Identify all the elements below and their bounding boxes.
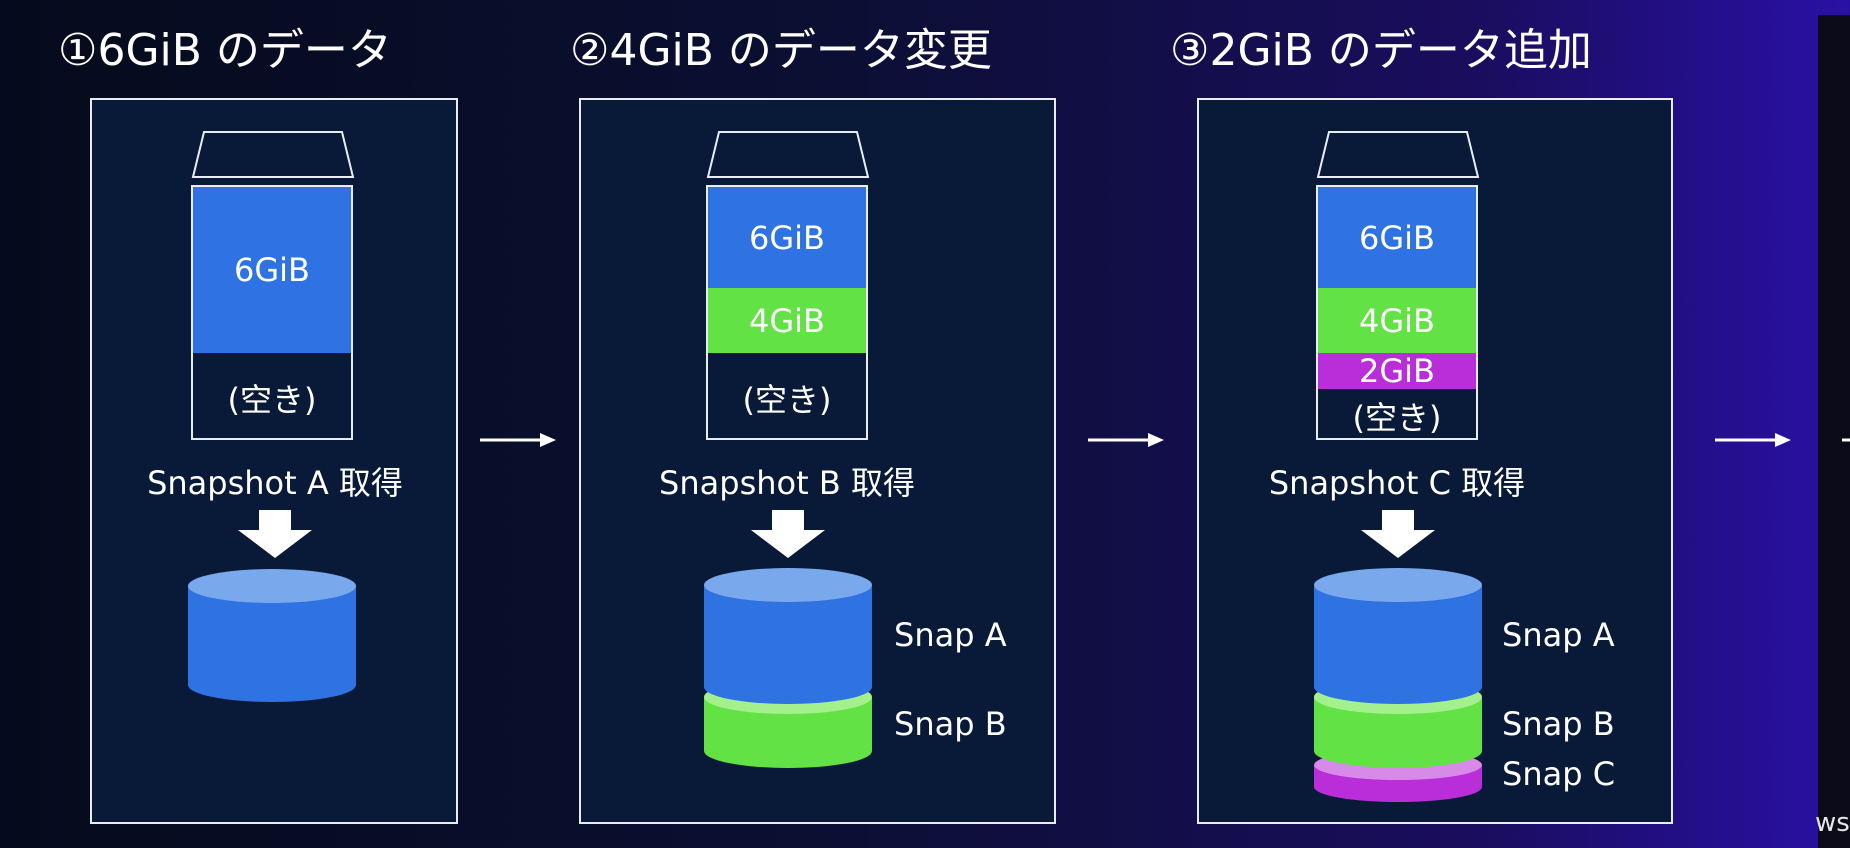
snap-c-label: Snap C: [1502, 755, 1616, 793]
segment-free: (空き): [1352, 398, 1442, 437]
snapshot-cylinder-icon: [1314, 568, 1482, 802]
flow-arrow-icon: [480, 433, 556, 447]
segment-2gib: 2GiB: [1318, 352, 1476, 390]
down-arrow-icon: [751, 510, 825, 558]
snapshot-cylinder-icon: [704, 568, 872, 768]
drive-top-icon: [191, 131, 355, 178]
volume-stack: 6GiB (空き): [191, 185, 353, 440]
snap-b-label: Snap B: [1502, 705, 1615, 743]
snap-a-label: Snap A: [1502, 616, 1615, 654]
corner-logo-text: ws: [1815, 808, 1850, 838]
cropped-arrow-icon: [1842, 438, 1850, 442]
next-panel-edge: [1818, 15, 1850, 848]
segment-6gib: 6GiB: [193, 187, 351, 353]
volume-stack: 6GiB 4GiB (空き): [706, 185, 868, 440]
snapshot-b-label: Snapshot B 取得: [659, 464, 915, 502]
snap-b-label: Snap B: [894, 705, 1007, 743]
snapshot-cylinder-icon: [188, 569, 356, 702]
snapshot-a-label: Snapshot A 取得: [147, 464, 403, 502]
snap-a-label: Snap A: [894, 616, 1007, 654]
segment-6gib: 6GiB: [708, 187, 866, 288]
segment-6gib: 6GiB: [1318, 187, 1476, 288]
segment-4gib: 4GiB: [1318, 288, 1476, 353]
drive-top-icon: [706, 131, 870, 178]
flow-arrow-icon: [1715, 433, 1791, 447]
down-arrow-icon: [1361, 510, 1435, 558]
down-arrow-icon: [238, 510, 312, 558]
volume-stack: 6GiB 4GiB 2GiB (空き): [1316, 185, 1478, 440]
step-2-title: ②4GiB のデータ変更: [570, 25, 992, 76]
step-1-title: ①6GiB のデータ: [58, 25, 392, 76]
step-3-title: ③2GiB のデータ追加: [1170, 25, 1592, 76]
segment-free: (空き): [227, 380, 317, 419]
segment-free: (空き): [742, 380, 832, 419]
drive-top-icon: [1316, 131, 1480, 178]
snapshot-c-label: Snapshot C 取得: [1268, 464, 1526, 502]
segment-4gib: 4GiB: [708, 288, 866, 353]
flow-arrow-icon: [1088, 433, 1164, 447]
